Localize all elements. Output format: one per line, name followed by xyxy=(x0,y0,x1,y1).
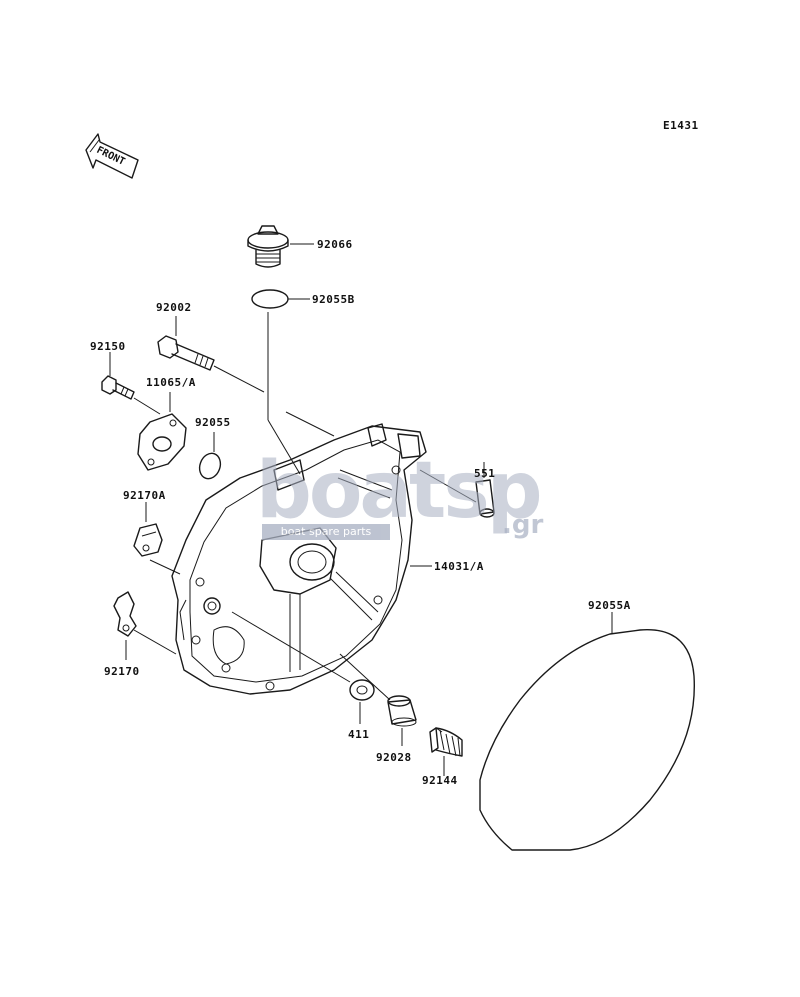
dowel-pin-part xyxy=(475,479,495,518)
part-label-oring: 92055 xyxy=(195,416,231,429)
part-label-plate: 11065/A xyxy=(146,376,196,389)
part-label-bolt: 92002 xyxy=(156,301,192,314)
part-label-cover: 14031/A xyxy=(434,560,484,573)
part-label-oring-b: 92055B xyxy=(312,293,355,306)
part-label-washer: 411 xyxy=(348,728,370,741)
watermark-tagline: boat spare parts xyxy=(262,524,390,540)
cover-plate-part xyxy=(137,413,187,471)
part-label-gasket: 92055A xyxy=(588,599,631,612)
o-ring-part xyxy=(198,452,222,480)
gasket-part xyxy=(479,629,696,851)
part-label-clip: 92170 xyxy=(104,665,140,678)
part-label-bracket-a: 92170A xyxy=(123,489,166,502)
front-arrow-label: FRONT xyxy=(95,145,127,168)
part-label-pin: 551 xyxy=(474,467,496,480)
spring-part xyxy=(429,727,463,757)
small-bolt-part xyxy=(101,375,135,400)
watermark-suffix: .gr xyxy=(502,510,544,540)
bracket-a-part xyxy=(133,523,163,557)
front-direction-arrow-icon: FRONT xyxy=(85,133,139,179)
watermark-brand: boatsp xyxy=(256,446,543,536)
long-bolt-part xyxy=(157,335,215,371)
clip-part xyxy=(113,591,137,637)
part-label-cap: 92066 xyxy=(317,238,353,251)
bushing-part xyxy=(387,695,417,727)
engine-cover-part xyxy=(171,423,427,695)
part-label-spring: 92144 xyxy=(422,774,458,787)
part-label-bushing: 92028 xyxy=(376,751,412,764)
part-label-small-bolt: 92150 xyxy=(90,340,126,353)
washer-part xyxy=(349,679,375,701)
filler-cap-part xyxy=(247,225,289,268)
diagram-code: E1431 xyxy=(663,119,699,132)
o-ring-b-part xyxy=(251,289,289,309)
